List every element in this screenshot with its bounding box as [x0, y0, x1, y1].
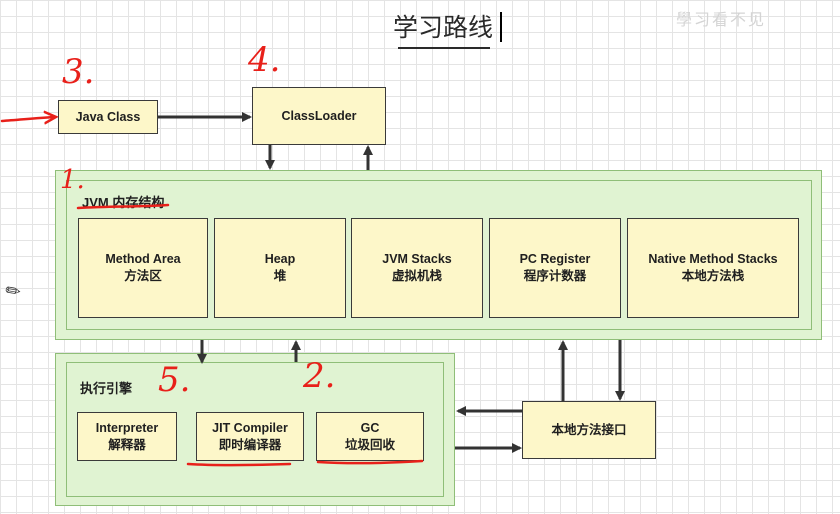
red-underline-gc — [316, 459, 424, 465]
method-area-en: Method Area — [105, 252, 181, 267]
pc-register-en: PC Register — [519, 252, 591, 267]
interpreter-en: Interpreter — [95, 420, 159, 435]
red-arrow-to-javaclass — [0, 117, 55, 121]
native-method-stacks-zh: 本地方法栈 — [681, 269, 745, 283]
classloader-box: ClassLoader — [252, 87, 386, 145]
annotation-2: 2. — [303, 356, 336, 396]
pc-register-box: PC Register 程序计数器 — [489, 218, 621, 318]
native-method-stacks-box: Native Method Stacks 本地方法栈 — [627, 218, 799, 318]
jvm-memory-inner-border — [66, 180, 812, 330]
title-underline — [398, 47, 490, 49]
heap-box: Heap 堆 — [214, 218, 346, 318]
method-area-box: Method Area 方法区 — [78, 218, 208, 318]
method-area-zh: 方法区 — [124, 269, 162, 283]
jit-compiler-en: JIT Compiler — [212, 420, 288, 435]
native-interface-label: 本地方法接口 — [551, 422, 627, 437]
classloader-label: ClassLoader — [281, 108, 357, 123]
annotation-1: 1. — [60, 165, 85, 195]
text-cursor — [500, 12, 502, 42]
java-class-box: Java Class — [58, 100, 158, 134]
interpreter-box: Interpreter 解释器 — [77, 412, 177, 461]
jvm-stacks-zh: 虚拟机栈 — [391, 269, 442, 283]
heap-zh: 堆 — [273, 269, 287, 283]
gc-en: GC — [360, 420, 380, 435]
annotation-4: 4. — [248, 40, 281, 80]
heap-en: Heap — [264, 252, 296, 267]
execution-engine-label: 执行引擎 — [80, 381, 133, 396]
jit-compiler-zh: 即时编译器 — [218, 437, 282, 452]
red-underline-jit — [186, 462, 292, 467]
java-class-label: Java Class — [75, 109, 141, 124]
red-underline-jvm — [76, 203, 170, 210]
page-title: 学习路线 — [392, 13, 493, 42]
jvm-stacks-en: JVM Stacks — [382, 252, 452, 267]
gc-zh: 垃圾回收 — [344, 437, 395, 452]
annotation-5: 5. — [158, 360, 191, 400]
interpreter-zh: 解释器 — [108, 437, 146, 452]
execution-engine-inner-border — [66, 362, 444, 497]
gc-box: GC 垃圾回收 — [316, 412, 424, 461]
native-method-stacks-en: Native Method Stacks — [648, 252, 778, 267]
jvm-stacks-box: JVM Stacks 虚拟机栈 — [351, 218, 483, 318]
watermark: 學习看不见 — [676, 10, 767, 29]
annotation-3: 3. — [62, 52, 95, 92]
jit-compiler-box: JIT Compiler 即时编译器 — [196, 412, 304, 461]
pc-register-zh: 程序计数器 — [523, 269, 587, 283]
native-interface-box: 本地方法接口 — [522, 401, 656, 459]
